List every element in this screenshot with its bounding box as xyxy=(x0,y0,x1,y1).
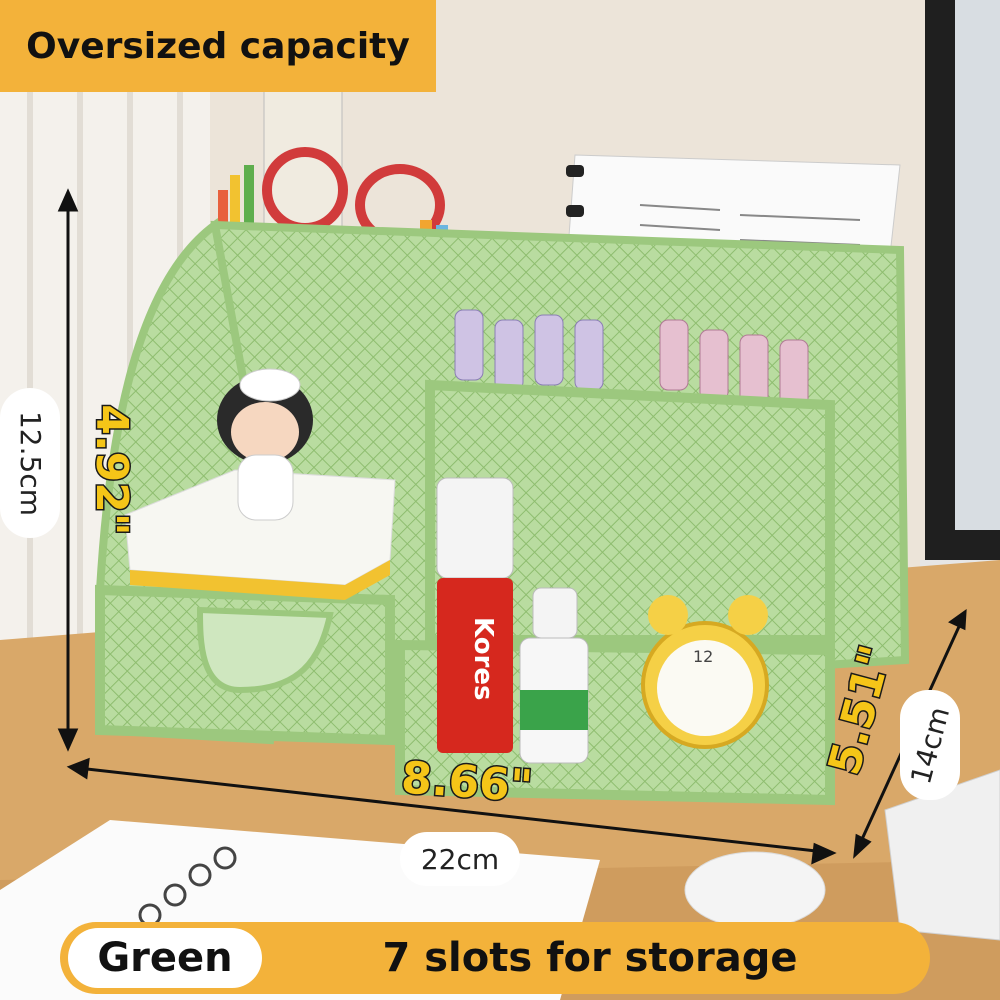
height-cm-label: 12.5cm xyxy=(0,388,60,538)
monitor-screen xyxy=(955,0,1000,530)
glue-stick: Kores xyxy=(436,477,514,753)
height-in-label: 4.92" xyxy=(82,400,142,540)
organizer-front-panel xyxy=(425,379,835,645)
depth-cm-label: 14cm xyxy=(900,690,960,800)
mouse xyxy=(684,851,826,929)
alarm-clock: 12 xyxy=(641,595,769,749)
width-cm-label: 22cm xyxy=(400,832,520,886)
color-label: Green xyxy=(97,935,233,981)
glue-brand: Kores xyxy=(468,617,498,700)
color-badge: Green xyxy=(68,928,262,988)
headline-banner: Oversized capacity xyxy=(0,0,436,92)
figurine xyxy=(217,368,313,521)
height-in-text: 4.92" xyxy=(85,403,139,537)
headline-text: Oversized capacity xyxy=(26,25,410,67)
keyboard xyxy=(884,769,1000,941)
sticky-notes-yellow xyxy=(130,560,390,600)
correction-fluid xyxy=(519,587,589,764)
depth-cm-text: 14cm xyxy=(903,702,957,788)
width-in-text: 8.66" xyxy=(398,750,536,813)
height-cm-text: 12.5cm xyxy=(13,410,47,516)
slots-caption: 7 slots for storage xyxy=(382,935,798,981)
drawer-handle xyxy=(196,606,334,694)
width-in-label: 8.66" xyxy=(390,747,544,817)
gel-pens xyxy=(454,309,809,411)
width-cm-text: 22cm xyxy=(420,842,500,876)
clock-number: 12 xyxy=(693,647,713,666)
